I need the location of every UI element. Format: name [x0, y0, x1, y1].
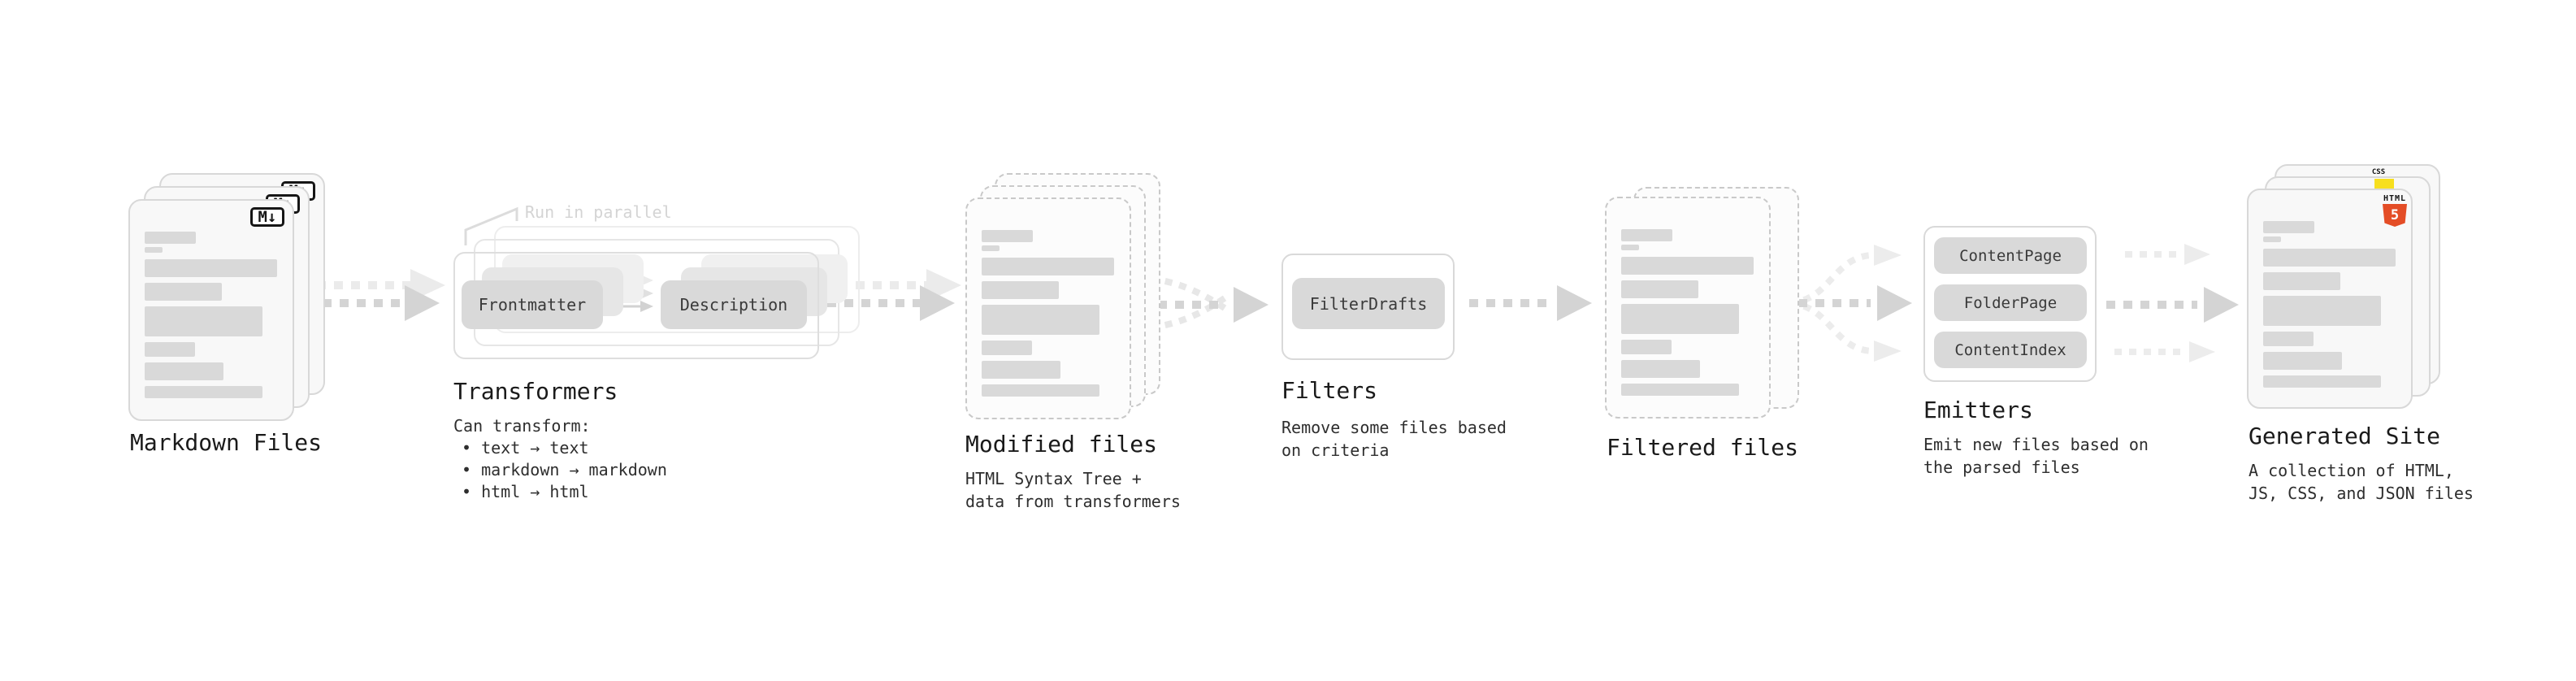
- transformers-bullet-text-to-text: • text → text: [462, 438, 589, 458]
- text-placeholder-bar: [1621, 360, 1700, 378]
- transformer-node-description: Description: [661, 280, 807, 329]
- transformer-layer-front: [453, 252, 819, 359]
- text-placeholder-bar: [1621, 229, 1672, 241]
- text-placeholder-bar: [2263, 221, 2314, 233]
- text-placeholder-bar: [982, 281, 1059, 299]
- emitter-node-folderpage: FolderPage: [1934, 284, 2087, 321]
- text-placeholder-bar: [2263, 296, 2381, 326]
- stage-title-transformers: Transformers: [453, 378, 618, 405]
- generated-file-card-front: HTML 5: [2247, 189, 2413, 409]
- text-placeholder-bar: [982, 340, 1032, 355]
- text-placeholder-bar: [982, 305, 1099, 335]
- arrow-markdown-to-transformers: [306, 269, 445, 321]
- text-placeholder-bar: [2263, 236, 2281, 242]
- text-placeholder-bar: [1621, 245, 1639, 250]
- text-placeholder-bar: [145, 232, 196, 244]
- text-placeholder-bar: [2263, 272, 2340, 290]
- text-placeholder-bar: [1621, 304, 1739, 334]
- text-placeholder-bar: [982, 258, 1114, 275]
- js-file-icon: [2374, 179, 2394, 191]
- filters-description: Remove some files based on criteria: [1281, 418, 1507, 460]
- text-placeholder-bar: [145, 306, 262, 336]
- text-placeholder-bar: [1621, 257, 1754, 275]
- text-placeholder-bar: [982, 361, 1060, 379]
- stage-title-filters: Filters: [1281, 377, 1378, 404]
- markdown-file-card-front: M↓: [128, 199, 294, 421]
- transformer-node-frontmatter: Frontmatter: [462, 280, 603, 329]
- arrow-filtered-to-emitters: [1781, 245, 1912, 362]
- transformers-capability-heading: Can transform:: [453, 416, 591, 436]
- text-placeholder-bar: [145, 283, 222, 301]
- stage-title-filtered-files: Filtered files: [1607, 434, 1799, 461]
- text-placeholder-bar: [145, 342, 195, 357]
- text-placeholder-bar: [982, 245, 1000, 251]
- text-placeholder-bar: [145, 247, 163, 253]
- text-placeholder-bar: [1621, 340, 1672, 354]
- transformers-bullet-markdown-to-markdown: • markdown → markdown: [462, 460, 667, 479]
- text-placeholder-bar: [2263, 352, 2342, 370]
- text-placeholder-bar: [2263, 249, 2396, 267]
- filter-node-filterdrafts: FilterDrafts: [1292, 278, 1445, 329]
- text-placeholder-bar: [145, 362, 223, 380]
- stage-title-modified-files: Modified files: [965, 431, 1158, 458]
- stage-title-emitters: Emitters: [1923, 397, 2033, 423]
- text-placeholder-bar: [2263, 332, 2314, 346]
- emitter-node-contentpage: ContentPage: [1934, 237, 2087, 274]
- filtered-file-card-front: [1605, 197, 1771, 419]
- arrow-emitters-to-generated: [2106, 244, 2239, 362]
- modified-files-description: HTML Syntax Tree + data from transformer…: [965, 469, 1181, 511]
- text-placeholder-bar: [2263, 375, 2381, 388]
- text-placeholder-bar: [1621, 280, 1698, 298]
- arrow-filters-to-filtered: [1469, 285, 1592, 321]
- stage-title-generated-site: Generated Site: [2249, 423, 2441, 449]
- emitter-node-contentindex: ContentIndex: [1934, 332, 2087, 368]
- text-placeholder-bar: [1621, 384, 1739, 396]
- text-placeholder-bar: [145, 259, 277, 277]
- run-in-parallel-label: Run in parallel: [525, 202, 672, 222]
- stage-title-markdown-files: Markdown Files: [130, 429, 323, 456]
- text-placeholder-bar: [145, 386, 262, 398]
- text-placeholder-bar: [982, 384, 1099, 397]
- transformers-bullet-html-to-html: • html → html: [462, 482, 589, 501]
- modified-file-card-front: [965, 197, 1131, 419]
- generated-site-description: A collection of HTML, JS, CSS, and JSON …: [2249, 461, 2474, 503]
- text-placeholder-bar: [982, 230, 1033, 242]
- markdown-icon: M↓: [250, 207, 284, 227]
- emitters-description: Emit new files based on the parsed files: [1923, 435, 2149, 477]
- html5-icon: HTML 5: [2381, 194, 2409, 227]
